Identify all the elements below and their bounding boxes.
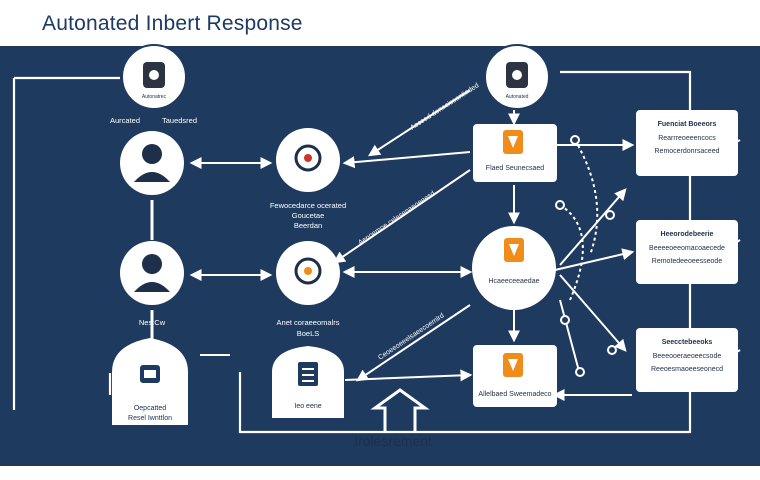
- ticket-box-top: [473, 124, 557, 182]
- ticket-circle-middle: [472, 226, 556, 310]
- ticket-box-bottom: [473, 345, 557, 407]
- label-center-mid-2: Goucetae: [292, 211, 325, 220]
- bottom-strip: [0, 466, 760, 480]
- label-ticket-bottom: Allelbaed Sweemadeco: [478, 391, 551, 398]
- label-center-mid-3: Beerdan: [294, 221, 322, 230]
- top-left-camera-label: Autonatrec: [142, 94, 167, 100]
- card-3-line-2: Reeoesmaoeeseonecd: [651, 366, 723, 373]
- left-person-node-1: [120, 131, 184, 195]
- arrow-label-upper: Ascoed denaciceantiaded: [409, 82, 480, 132]
- label-shield-2: Resel Iwnttlon: [128, 415, 172, 422]
- arrow-label-lower: Ceoeeoeeelsaeecoemlrd: [377, 312, 446, 361]
- top-left-camera: Autonatrec: [121, 44, 187, 110]
- top-right-camera: Autonated: [484, 44, 550, 110]
- outer-loop-lines: [12, 70, 692, 434]
- label-center-bottom-1: Anet coraeeomalrs: [277, 318, 340, 327]
- label-left-top-2: Tauedsred: [162, 116, 197, 125]
- right-card-1: [636, 110, 738, 176]
- label-center-bottom-2: BoeLS: [297, 329, 320, 338]
- center-alert-node-2: [276, 241, 340, 305]
- card-1-line-2: Remocerdonrsaceed: [655, 148, 720, 155]
- horizontal-arrows: [189, 139, 635, 401]
- card-3-title: Seecctebeeoks: [662, 339, 713, 346]
- card-1-line-1: Rearrreoeeencocs: [658, 135, 716, 142]
- left-shield-node: [112, 338, 188, 425]
- card-1-title: Fuenciat Boeeors: [658, 121, 717, 128]
- title-bar: Autonated Inbert Response: [0, 0, 760, 46]
- label-server-box: Ieo eene: [294, 403, 321, 410]
- loop-up-arrow: [370, 388, 430, 432]
- top-right-camera-label: Autonated: [506, 94, 529, 100]
- arrow-label-middle: Aenoemoe celesenaeoeeesd: [357, 190, 436, 247]
- card-2-line-1: Beeeeoeeomacoaecede: [649, 245, 725, 252]
- page-title: Autonated Inbert Response: [42, 12, 303, 35]
- card-3-line-1: Beeeooeraeoeecsode: [653, 353, 722, 360]
- label-left-bottom: Nes:Cw: [139, 318, 166, 327]
- right-card-2: [636, 220, 738, 284]
- card-2-title: Heeorodebeerie: [661, 231, 714, 238]
- card-2-line-2: Remotedeeoeesseode: [652, 258, 723, 265]
- label-ticket-top: Flaed Seunecsaed: [486, 165, 544, 172]
- label-shield-1: Oepcatted: [134, 405, 166, 412]
- center-server-node: [272, 346, 344, 418]
- left-person-node-2: [120, 241, 184, 305]
- loop-label: Irolesrement: [354, 433, 432, 449]
- label-left-top: Aurcated: [110, 116, 140, 125]
- right-card-3: [636, 328, 738, 392]
- label-center-mid-1: Fewocedarce ocerated: [270, 201, 346, 210]
- center-alert-node-1: [276, 128, 340, 192]
- junction-dots: [555, 135, 617, 377]
- label-ticket-middle: Hcaeeceeaedae: [489, 278, 540, 285]
